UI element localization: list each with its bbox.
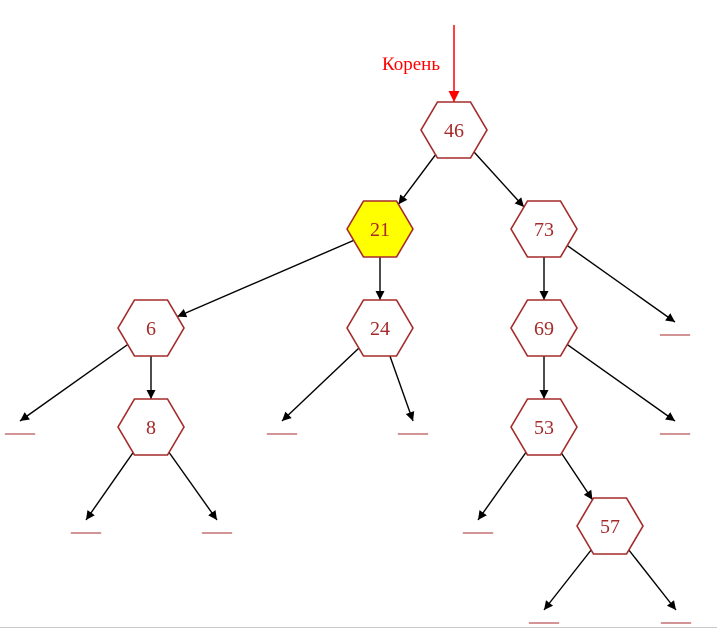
tree-node: 73 [510,200,578,258]
null-leaf: ___ [528,604,560,626]
node-label: 46 [444,120,464,142]
edge-n46-n73 [473,151,525,208]
tree-node: 6 [117,299,185,357]
root-pointer: Корень [382,25,460,102]
edge-n6-null-6-left [19,343,129,422]
tree-nodes: 46 21 73 6 24 69 8 53 57 [117,101,644,555]
edge-n24-null-24-right [389,355,415,422]
null-leaf: ___ [201,514,233,536]
node-shape [346,299,414,357]
null-leaf: ___ [397,415,429,437]
edge-n69-null-69-right [566,343,676,422]
null-leaf: ___ [462,514,494,536]
null-leaf: ___ [70,514,102,536]
edge-n53-null-53-left [477,451,527,521]
null-leaf: ___ [266,415,298,437]
edge-n57-null-57-right [628,549,677,611]
edge-n73-null-73-right [566,244,676,323]
tree-node: 24 [346,299,414,357]
tree-node: 57 [576,497,644,555]
node-shape [510,200,578,258]
node-shape [420,101,488,159]
node-label: 57 [600,516,620,538]
root-label: Корень [382,54,440,75]
node-shape [117,299,185,357]
edge-n8-null-8-left [85,452,134,521]
edge-n53-n57 [560,452,594,501]
edge-n57-null-57-left [543,549,592,611]
null-leaf: ___ [4,415,36,437]
node-label: 6 [146,318,156,340]
tree-node: 53 [510,398,578,456]
node-label: 24 [370,318,390,340]
node-label: 8 [146,417,156,439]
node-shape [510,398,578,456]
bottom-border [0,627,717,628]
null-leaf: ___ [659,316,691,338]
node-shape [576,497,644,555]
tree-node: 21 [346,200,414,258]
node-shape [117,398,185,456]
node-label: 69 [534,318,554,340]
tree-node: 8 [117,398,185,456]
edge-n21-n6 [177,239,354,318]
tree-node: 69 [510,299,578,357]
highlighted-node-shape [346,200,414,258]
tree-edges [19,151,677,611]
edge-n46-n21 [397,154,437,205]
edge-n8-null-8-right [168,451,218,521]
node-shape [510,299,578,357]
null-leaf: ___ [660,604,692,626]
null-leaf: ___ [659,415,691,437]
null-leaves: ___ ___ ___ ___ ___ ___ ___ ___ ___ ___ [4,316,692,626]
node-label: 53 [534,417,554,439]
edge-n24-null-24-left [281,347,360,422]
node-label: 21 [370,219,390,241]
tree-node: 46 [420,101,488,159]
node-label: 73 [534,219,554,241]
